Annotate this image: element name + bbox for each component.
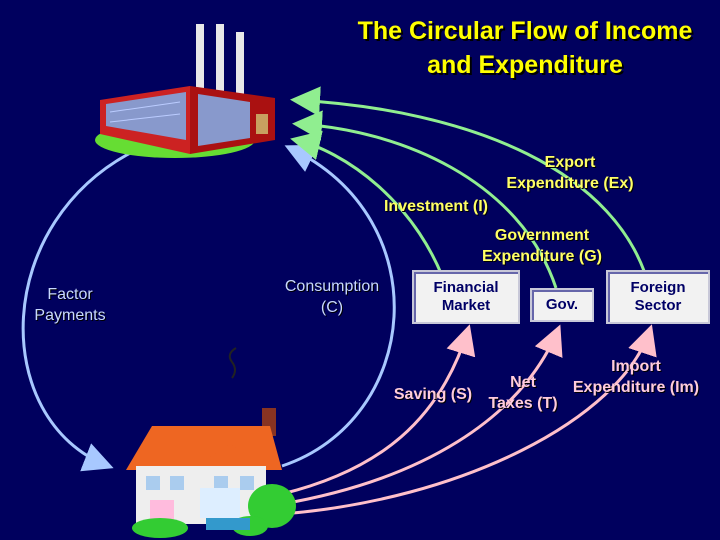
government-line-2: Expenditure (G) (481, 248, 602, 265)
export-label: Export Expenditure (Ex) (490, 152, 650, 194)
export-line-2: Expenditure (Ex) (506, 175, 634, 192)
export-arrow (290, 86, 652, 291)
saving-arrow (281, 324, 476, 496)
import-label: Import Expenditure (Im) (562, 356, 710, 398)
title-line-2: and Expenditure (427, 51, 623, 79)
government-line-1: Government (494, 227, 590, 244)
investment-arrow (290, 130, 452, 299)
consumption-arrow (281, 144, 396, 468)
net-taxes-arrow (281, 324, 563, 506)
consumption-label: Consumption (C) (262, 276, 402, 318)
consumption-line-2: (C) (320, 299, 344, 316)
government-arrow (292, 110, 558, 289)
title-line-1: The Circular Flow of Income (357, 17, 693, 45)
import-line-2: Expenditure (Im) (572, 379, 700, 396)
foreign-line-2: Sector (634, 297, 682, 314)
net-taxes-line-2: Taxes (T) (488, 395, 558, 412)
page-title: The Circular Flow of Income and Expendit… (330, 14, 720, 82)
import-arrow (281, 324, 657, 516)
foreign-line-1: Foreign (630, 279, 686, 296)
export-line-1: Export (544, 154, 596, 171)
factor-payments-label: Factor Payments (18, 284, 122, 326)
factor-payments-line-2: Payments (34, 307, 106, 324)
saving-label: Saving (S) (393, 386, 473, 403)
financial-line-1: Financial (433, 279, 499, 296)
import-line-1: Import (611, 358, 661, 375)
government-label: Government Expenditure (G) (462, 225, 622, 267)
gov-box: Gov. (530, 288, 594, 322)
financial-market-box: Financial Market (412, 270, 520, 324)
net-taxes-line-1: Net (510, 374, 536, 391)
factory-icon (95, 24, 275, 158)
factor-payments-line-1: Factor (47, 286, 93, 303)
factor-payments-arrow (21, 146, 141, 472)
consumption-line-1: Consumption (284, 278, 380, 295)
financial-line-2: Market (441, 297, 491, 314)
investment-label: Investment (I) (383, 198, 488, 215)
foreign-sector-box: Foreign Sector (606, 270, 710, 324)
house-icon (126, 347, 296, 538)
net-taxes-label: Net Taxes (T) (478, 372, 568, 414)
